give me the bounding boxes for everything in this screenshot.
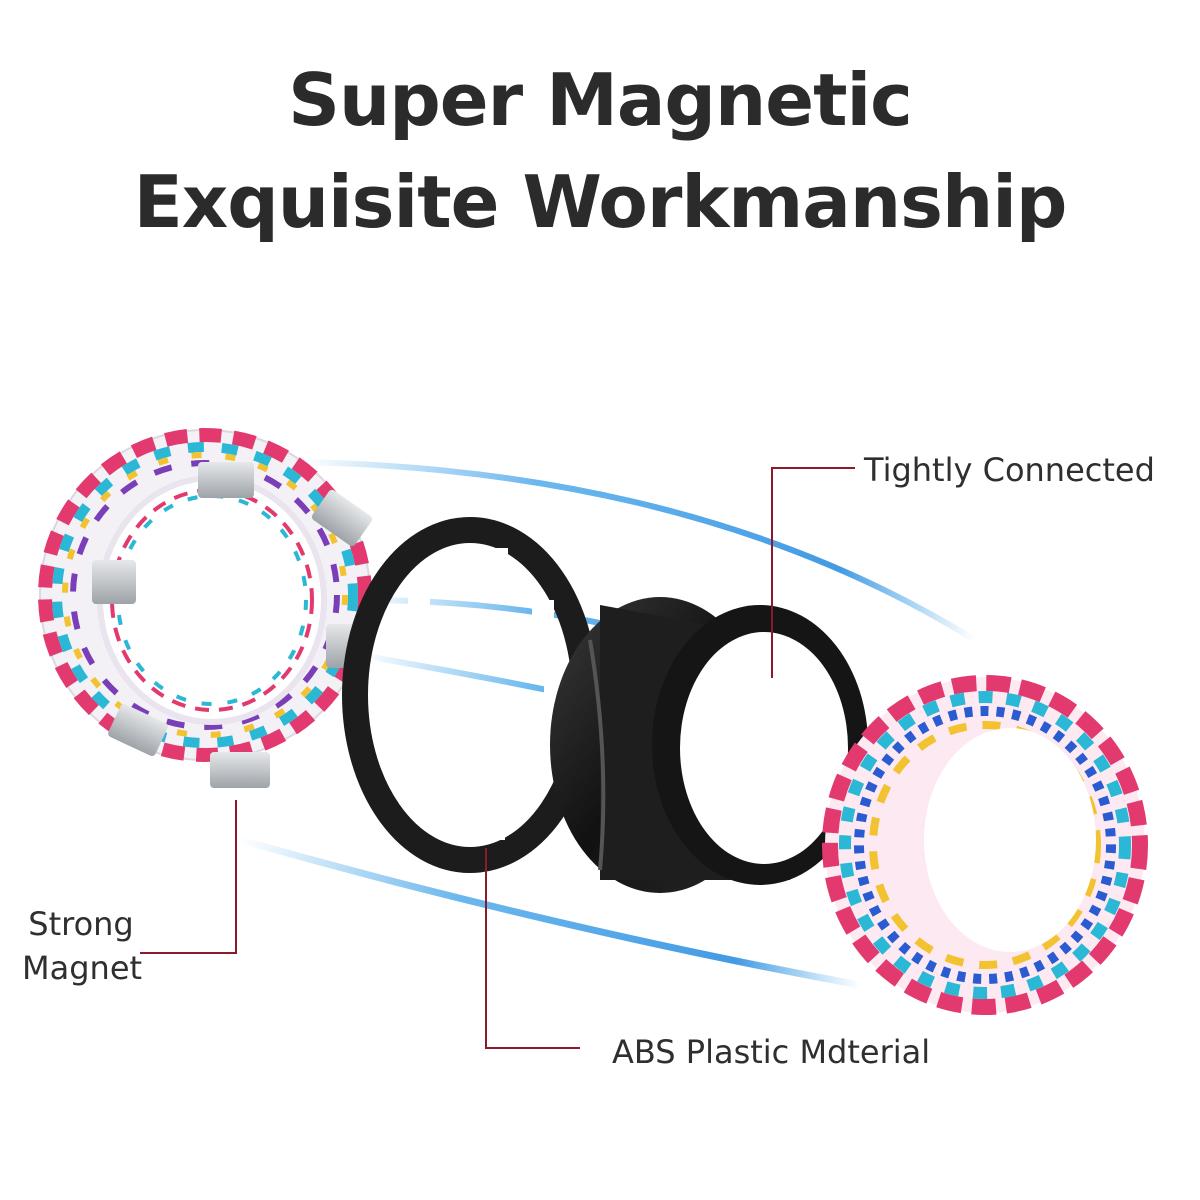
leader-tightly-connected [771, 467, 855, 678]
headline-line-2: Exquisite Workmanship [133, 160, 1068, 244]
callout-strong-magnet: Strong Magnet [22, 902, 143, 990]
headline-line-1: Super Magnetic [288, 58, 913, 142]
strong-magnet-ring [38, 428, 373, 788]
abs-gear-washer [342, 517, 598, 873]
callout-abs-plastic: ABS Plastic Mdterial [612, 1033, 931, 1071]
leader-strong-magnet [140, 800, 237, 954]
leader-abs-plastic [485, 848, 580, 1049]
callout-strong-magnet-line1: Strong [28, 905, 134, 943]
callout-tightly-connected: Tightly Connected [864, 451, 1155, 489]
patterned-outer-ring [822, 675, 1148, 1015]
tightly-connected-sleeve [550, 597, 868, 893]
callout-leader-lines [140, 467, 855, 1049]
callout-strong-magnet-line2: Magnet [22, 949, 143, 987]
